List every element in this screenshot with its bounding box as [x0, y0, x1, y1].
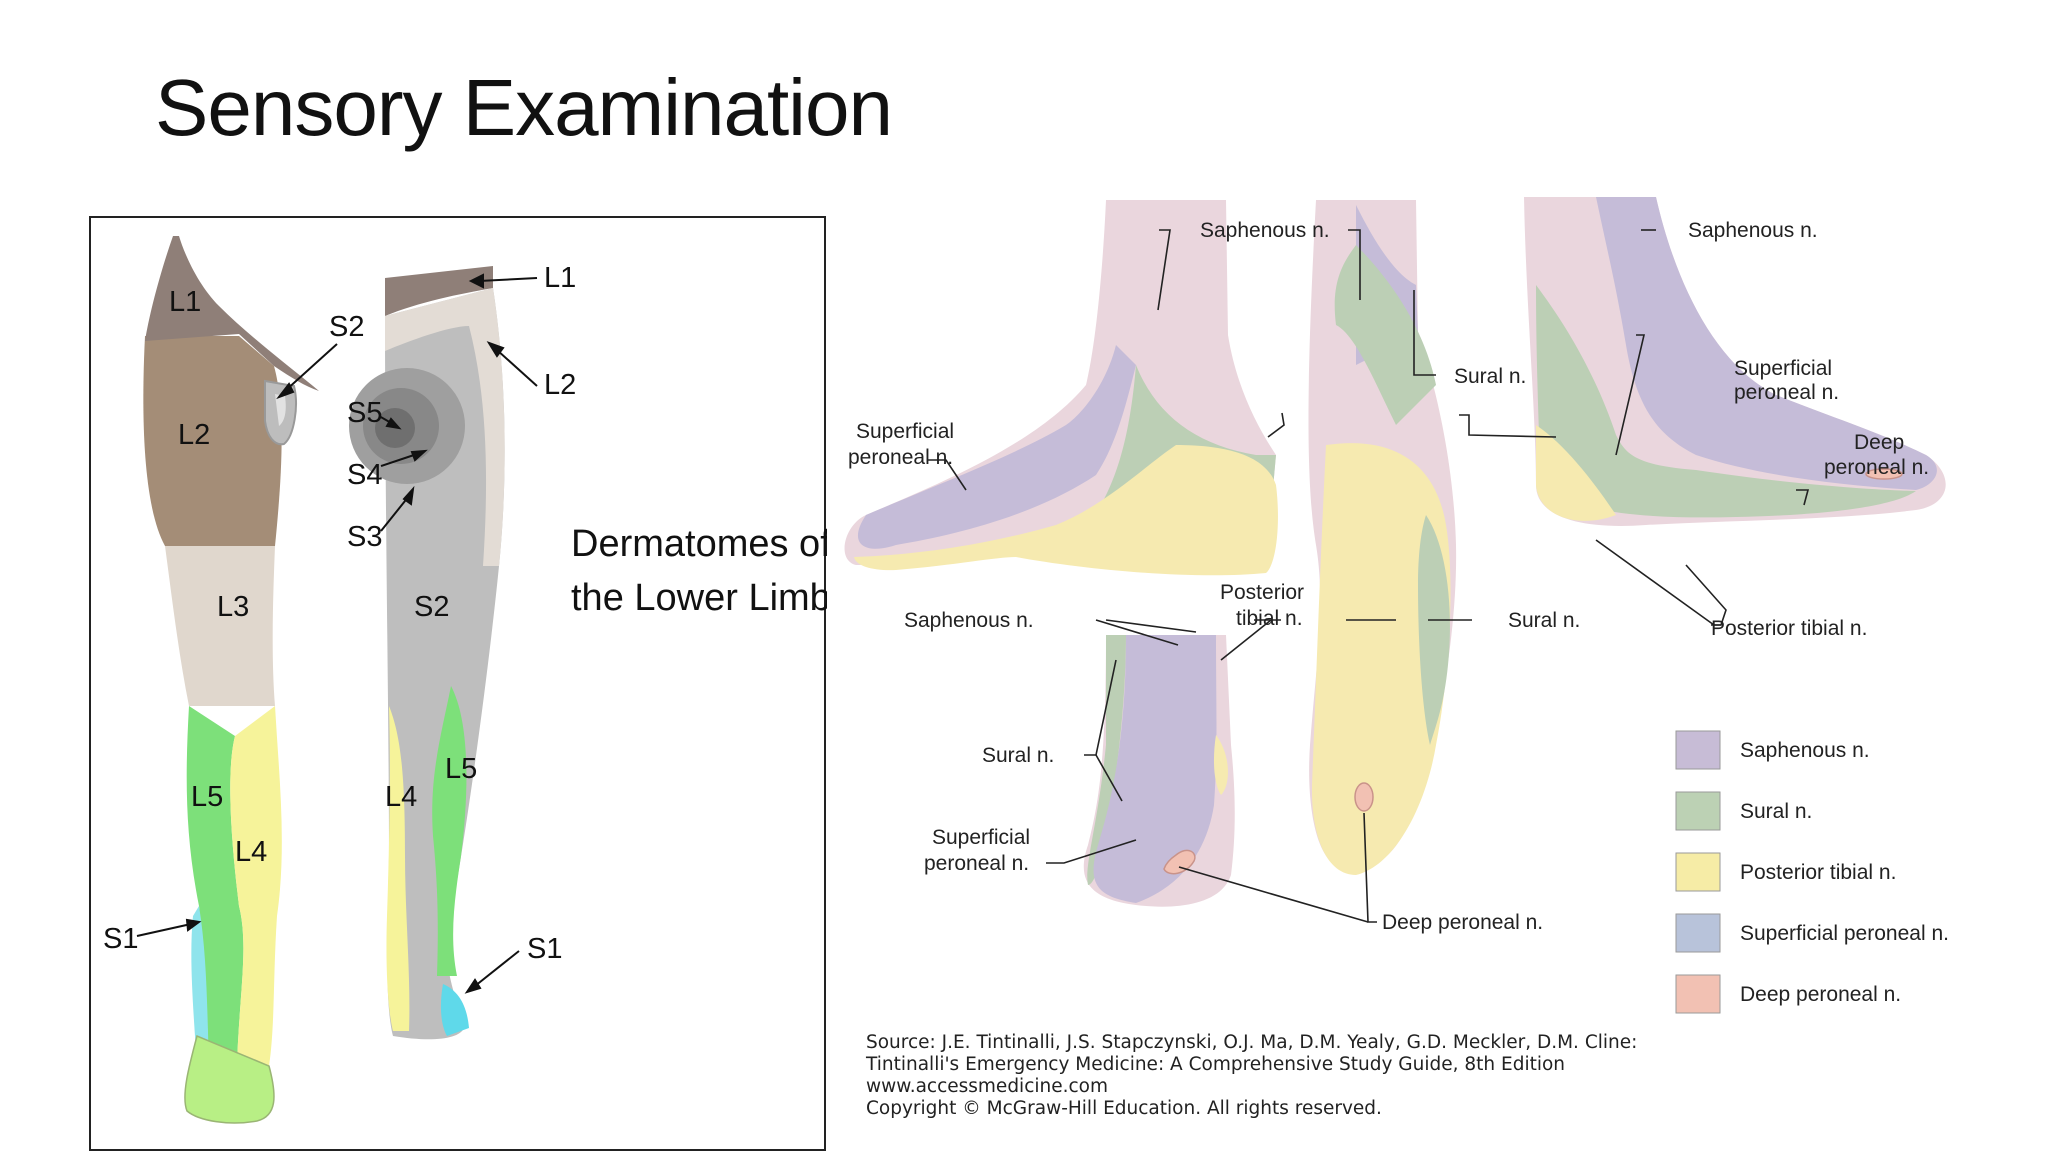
label-l4-front: L4: [235, 836, 267, 868]
label-l4-back: L4: [385, 781, 417, 813]
legend-swatch-superficial-peroneal: [1675, 913, 1721, 953]
foot-lateral: [844, 200, 1278, 576]
legend-label-posterior-tibial: Posterior tibial n.: [1740, 861, 1896, 884]
label-sural-low: Sural n.: [982, 744, 1054, 767]
label-s1-front: S1: [103, 923, 138, 955]
label-s4: S4: [347, 459, 382, 491]
region-l4-front: [230, 706, 282, 1066]
label-saphenous-top-right: Saphenous n.: [1688, 219, 1818, 242]
label-sural-mid: Sural n.: [1508, 609, 1580, 632]
region-l1-front: [145, 236, 319, 391]
foot-dorsal: [1083, 635, 1235, 907]
label-l1-back: L1: [544, 262, 576, 294]
source-line-4: Copyright © McGraw-Hill Education. All r…: [866, 1098, 1382, 1119]
foot-medial-sural: [1536, 285, 1916, 518]
foot-lateral-posterior-tibial: [854, 445, 1278, 576]
label-deep-right-2: peroneal n.: [1824, 456, 1929, 479]
front-foot: [184, 1034, 275, 1124]
region-l4-back: [386, 706, 410, 1031]
foot-dorsal-deep-peroneal: [1163, 849, 1196, 875]
leader-lines: [928, 229, 1810, 923]
label-posterior-tibial-2: tibial n.: [1236, 607, 1303, 630]
label-s2-back: S2: [414, 591, 449, 623]
region-l5-front: [186, 706, 244, 1066]
label-posterior-tibial-1: Posterior: [1220, 581, 1304, 604]
label-s1-back: S1: [527, 933, 562, 965]
label-s3: S3: [347, 521, 382, 553]
label-l2-front: L2: [178, 419, 210, 451]
region-s1-back: [440, 984, 469, 1036]
dermatome-arrows: [136, 273, 538, 994]
source-line-1: Source: J.E. Tintinalli, J.S. Stapczynsk…: [866, 1032, 1637, 1053]
slide-title: Sensory Examination: [155, 63, 893, 152]
foot-plantar-sural-side: [1418, 515, 1450, 745]
legend-label-deep-peroneal: Deep peroneal n.: [1740, 983, 1901, 1006]
foot-medial-deep-peroneal: [1865, 468, 1903, 480]
foot-lateral-superficial: [857, 345, 1136, 549]
dermatomes-diagram: L1 S2 L2 L3 L5 L4 S1 L1 L2 S5 S4 S3 S2 L…: [89, 216, 831, 1151]
label-l3: L3: [217, 591, 249, 623]
front-leg: [143, 236, 319, 1124]
label-l2-back: L2: [544, 369, 576, 401]
foot-plantar-deep-peroneal: [1354, 782, 1374, 812]
legend-swatch-sural: [1675, 791, 1721, 831]
label-s2-front: S2: [329, 311, 364, 343]
label-l1-front: L1: [169, 286, 201, 318]
foot-dorsal-superficial: [1093, 635, 1217, 903]
dermatomes-caption-line2: the Lower Limb: [571, 577, 827, 619]
legend-swatch-deep-peroneal: [1675, 974, 1721, 1014]
source-line-3: www.accessmedicine.com: [866, 1076, 1108, 1097]
region-s2-front-inner: [275, 394, 286, 426]
label-deep-right-1: Deep: [1854, 431, 1904, 454]
foot-medial-posterior-tibial: [1536, 425, 1616, 521]
back-leg: [349, 266, 505, 1040]
foot-medial-saphenous: [1596, 197, 1937, 490]
foot-plantar: [1308, 200, 1457, 875]
foot-dorsal-posterior-tibial: [1213, 735, 1228, 795]
label-superficial-left-1: Superficial: [856, 420, 954, 443]
label-superficial-right-1: Superficial: [1734, 357, 1832, 380]
legend-label-sural: Sural n.: [1740, 800, 1812, 823]
nerve-legend: Saphenous n. Sural n. Posterior tibial n…: [1675, 730, 1949, 1014]
foot-nerves-diagram: Saphenous n. Saphenous n. Superficial pe…: [844, 197, 1949, 1119]
legend-label-superficial-peroneal: Superficial peroneal n.: [1740, 922, 1949, 945]
label-s5: S5: [347, 397, 382, 429]
label-superficial-right-2: peroneal n.: [1734, 381, 1839, 404]
label-l5-back: L5: [445, 753, 477, 785]
label-l5-front: L5: [191, 781, 223, 813]
legend-label-saphenous: Saphenous n.: [1740, 739, 1870, 762]
label-sural-top: Sural n.: [1454, 365, 1526, 388]
label-superficial-left-2: peroneal n.: [848, 446, 953, 469]
region-l2-front: [143, 336, 282, 546]
foot-medial: [1524, 197, 1946, 526]
label-saphenous-top-left: Saphenous n.: [1200, 219, 1330, 242]
foot-nerves-figure: Saphenous n. Saphenous n. Superficial pe…: [836, 185, 2048, 1125]
label-deep-peroneal-low: Deep peroneal n.: [1382, 911, 1543, 934]
label-superficial-low-2: peroneal n.: [924, 852, 1029, 875]
source-line-2: Tintinalli's Emergency Medicine: A Compr…: [865, 1054, 1565, 1075]
foot-plantar-posterior-tibial: [1311, 443, 1451, 875]
region-s1-front: [191, 906, 209, 1066]
region-l5-back: [432, 686, 467, 976]
label-superficial-low-1: Superficial: [932, 826, 1030, 849]
label-posterior-tibial-right: Posterior tibial n.: [1711, 617, 1867, 640]
legend-swatch-posterior-tibial: [1675, 852, 1721, 892]
region-l3: [165, 546, 275, 706]
region-l2-back: [385, 288, 505, 566]
dermatomes-caption-line1: Dermatomes of: [571, 523, 827, 565]
label-saphenous-mid: Saphenous n.: [904, 609, 1034, 632]
region-l1-back: [385, 266, 493, 316]
foot-dorsal-sural: [1087, 635, 1126, 885]
legend-swatch-saphenous: [1675, 730, 1721, 770]
dermatomes-figure: L1 S2 L2 L3 L5 L4 S1 L1 L2 S5 S4 S3 S2 L…: [89, 216, 831, 1152]
